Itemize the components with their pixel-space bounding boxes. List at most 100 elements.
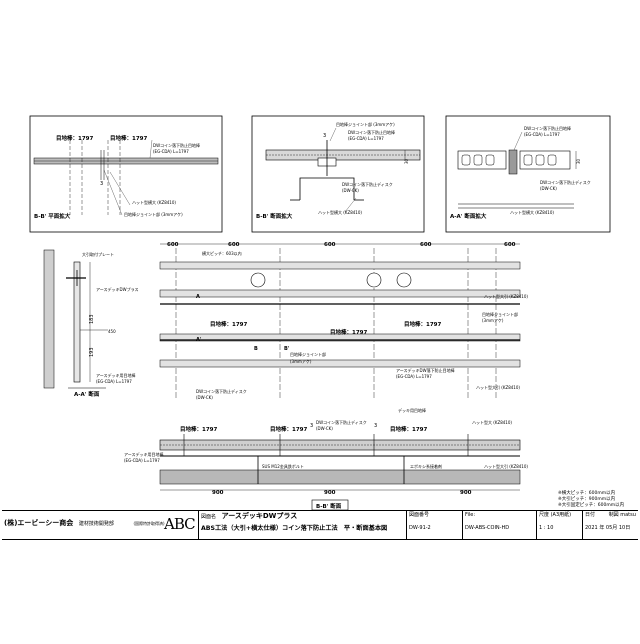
side-deck-rod: アースデッキ用目地棒 (96, 372, 136, 378)
a-hat-bar: ハット型横大 (KZ8410) (510, 209, 554, 215)
section-title: B-B' 断面 (316, 502, 342, 510)
dim-600-5: 600 (504, 242, 516, 248)
department: 建材技術開発部 (78, 521, 114, 527)
section-epoxy: エポキシ系接着剤 (410, 463, 442, 469)
plan-joint: 目地棒ジョイント部 (290, 351, 326, 357)
plan-label-a: A (196, 294, 200, 300)
plan-hat-bar-r2: ハット型大引 (KZ8410) (476, 384, 520, 390)
section-hat-bar-1: ハット型大 (KZ8410) (472, 419, 512, 425)
section-num-3: 3 (323, 133, 326, 139)
a-disc-code: (DW-CK) (540, 186, 557, 191)
notes: ※横大ピッチ：600mm以内 ※大引ピッチ：900mm以内 ※大引固定ピッチ：6… (558, 489, 625, 508)
plan-hat-bar: ハット型横大 (KZ8410) (132, 199, 176, 205)
date-label: 日付 (585, 512, 596, 518)
company-name: (株)エービーシー商会 (4, 519, 74, 527)
plan-rod-2: 目地棒：1797 (330, 328, 367, 336)
plan-disc-code: (DW-CK) (196, 395, 213, 400)
drawing-name-cell: 図面名 アースデッキDWプラス ABS工法（大引+横太仕様）コイン落下防止工法 … (198, 511, 406, 539)
dim-600-1: 600 (167, 242, 179, 248)
detail-a-section: 30 DWコイン落下防止目地棒 (EG-CDA) L=1797 DWコイン落下防… (445, 115, 611, 233)
a-num-30: 30 (576, 158, 581, 164)
author-label: 制図 (608, 512, 619, 518)
file-name: DW-ABS-COIN-HD (465, 525, 510, 531)
abc-logo: ABC (164, 515, 196, 533)
title-block: (株)エービーシー商会 建材技術開発部 (国際特許取得済) 図面名 アースデッキ… (2, 510, 638, 540)
section-disc-code: (DW-CK) (342, 188, 359, 193)
drawing-name-label: 図面名 (201, 514, 217, 520)
main-section: 目地棒：1797 目地棒：1797 目地棒：1797 3 3 DWコイン落下防止… (124, 407, 528, 511)
side-deck-rod-code: (EG-CDA) L=1797 (96, 379, 132, 384)
plan-coin-rod: アースデッキDW落下防止目地棒 (396, 367, 455, 373)
section-bolt: SUS M12金具鉄ボルト (262, 463, 304, 469)
side-title: A-A' 断面 (74, 390, 100, 398)
drawing-no: DW-91-2 (409, 525, 431, 531)
drawing-no-cell: 図面番号 DW-91-2 (406, 511, 462, 539)
section-disc: DWコイン落下防止ディスク (342, 181, 393, 187)
section-rod-2: 目地棒：1797 (270, 425, 307, 433)
plan-hat-bar-r1: ハット型大引 (KZ8410) (484, 293, 528, 299)
plan-rod-3: 目地棒：1797 (404, 320, 441, 328)
file-label: File: (465, 512, 476, 518)
date-value: 2021 年 05月 10日 (585, 525, 631, 531)
a-title: A-A' 断面拡大 (450, 212, 487, 220)
note-3: ※大引固定ピッチ：600mm以内 (558, 501, 625, 508)
plan-dw-coin-code: (EG-CDA) L=1797 (153, 149, 189, 154)
scale-label: 尺度 (A3用紙) (539, 512, 572, 518)
plan-label-b2: B' (284, 346, 290, 352)
scale-cell: 尺度 (A3用紙) 1 : 10 (536, 511, 582, 539)
plan-disc: DWコイン落下防止ディスク (196, 388, 247, 394)
section-dim-900-3: 900 (460, 490, 472, 496)
dim-600-3: 600 (324, 242, 336, 248)
date-cell: 日付 制図 matsu 2021 年 05月 10日 (582, 511, 638, 539)
logo-caption: (国際特許取得済) (133, 521, 165, 526)
plan-coin-rod-code: (EG-CDA) L=1797 (396, 374, 432, 379)
detail-b-section: 30 3 目地棒ジョイント部 (3mmアケ) DWコイン落下防止目地棒 (EG-… (251, 115, 425, 233)
section-hat-bar: ハット型横大 (KZ8410) (318, 209, 362, 215)
plan-label-b: B (254, 346, 258, 352)
plan-title: B-B' 平面拡大 (34, 212, 71, 220)
section-num-3b: 3 (374, 423, 377, 429)
a-disc: DWコイン落下防止ディスク (540, 179, 591, 185)
dim-600-2: 600 (228, 242, 240, 248)
section-num-30: 30 (404, 158, 409, 164)
section-deck-rod: アースデッキ用目地棒 (124, 451, 164, 457)
section-dw-coin-code: (EG-CDA) L=1797 (348, 136, 384, 141)
plan-rod-label-2: 目地棒：1797 (110, 134, 147, 142)
section-dim-900-2: 900 (324, 490, 336, 496)
section-rod-1: 目地棒：1797 (180, 425, 217, 433)
product-name: アースデッキDWプラス (221, 512, 298, 520)
plan-joint-r: 目地棒ジョイント部 (482, 311, 518, 317)
side-dim-183: 183 (89, 314, 95, 324)
section-joint: 目地棒ジョイント部 (3mmアケ) (336, 121, 395, 127)
plan-joint-r-sub: (3mmアケ) (482, 317, 504, 323)
section-dim-900-1: 900 (212, 490, 224, 496)
side-dim-450: 450 (108, 329, 116, 334)
a-dw-coin: DWコイン落下防止目地棒 (524, 125, 571, 131)
drawing-title: ABS工法（大引+横太仕様）コイン落下防止工法 平・断面基本図 (201, 525, 388, 532)
scale-value: 1 : 10 (539, 525, 554, 531)
section-disc-code: (DW-CK) (316, 426, 333, 431)
side-dim-193: 193 (89, 347, 95, 357)
section-disc: DWコイン落下防止ディスク (316, 419, 367, 425)
a-dw-coin-code: (EG-CDA) L=1797 (524, 132, 560, 137)
section-joint: デッキ用目地棒 (398, 407, 426, 413)
plan-rod-label-1: 目地棒：1797 (56, 134, 93, 142)
section-title: B-B' 断面拡大 (256, 212, 293, 220)
side-section: 大引取付プレート アースデッキDWプラス 183 193 450 アースデッキ用… (43, 249, 139, 398)
section-rod-3: 目地棒：1797 (390, 425, 427, 433)
section-hat-bar-2: ハット型大引 (KZ8410) (484, 463, 528, 469)
author: matsu (620, 512, 636, 518)
plan-rod-1: 目地棒：1797 (210, 320, 247, 328)
plan-joint: 目地棒ジョイント部 (3mmアケ) (124, 211, 183, 217)
detail-b-plan: 目地棒：1797 目地棒：1797 DWコイン落下防止目地棒 (EG-CDA) … (29, 115, 223, 233)
dim-600-4: 600 (420, 242, 432, 248)
plan-pitch: 横大ピッチ：603以内 (202, 250, 242, 256)
plan-label-a2: A' (196, 337, 202, 343)
file-cell: File: DW-ABS-COIN-HD (462, 511, 536, 539)
plan-dw-coin: DWコイン落下防止目地棒 (153, 142, 200, 148)
dim-600-row: 600 600 600 600 600 (167, 242, 516, 248)
main-plan: 600 600 600 600 600 横大ピッチ：603以内 A A' B B… (159, 242, 528, 400)
note-2: ※大引ピッチ：900mm以内 (558, 495, 616, 502)
